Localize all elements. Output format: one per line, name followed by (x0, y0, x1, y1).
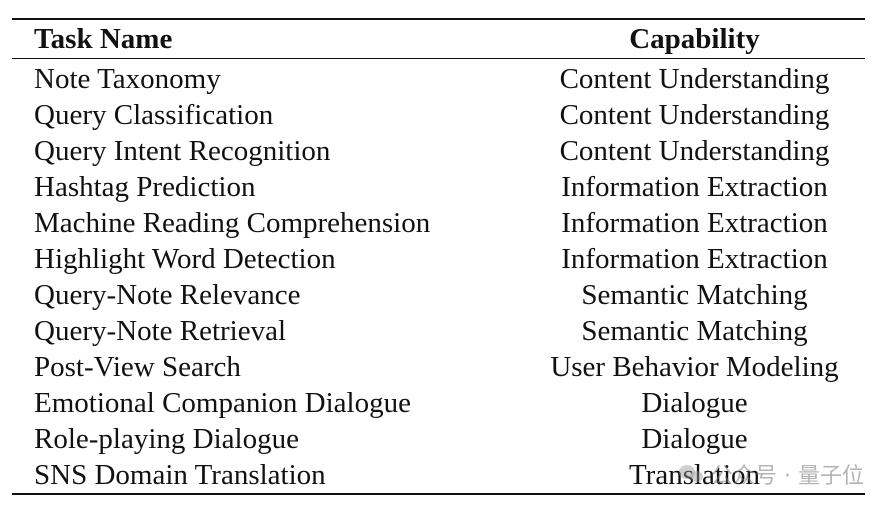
header-task-name: Task Name (34, 23, 173, 55)
capability-cell: Content Understanding (559, 63, 830, 95)
task-name-cell: Machine Reading Comprehension (34, 207, 431, 239)
table-row: Machine Reading Comprehension Informatio… (12, 205, 865, 241)
task-name-cell: Query Classification (34, 99, 274, 131)
table-row: Query-Note Relevance Semantic Matching (12, 277, 865, 313)
task-name-cell: Query Intent Recognition (34, 135, 331, 167)
table-row: Highlight Word Detection Information Ext… (12, 241, 865, 277)
table-row: SNS Domain Translation Translation (12, 457, 865, 494)
capability-cell: User Behavior Modeling (550, 351, 839, 383)
table-header: Task Name Capability (12, 19, 865, 59)
task-name-cell: Emotional Companion Dialogue (34, 387, 411, 419)
capability-cell: Content Understanding (559, 135, 830, 167)
capability-cell: Translation (628, 459, 761, 491)
task-name-cell: Highlight Word Detection (34, 243, 336, 275)
table-row: Emotional Companion Dialogue Dialogue (12, 385, 865, 421)
task-name-cell: Hashtag Prediction (34, 171, 256, 203)
capability-cell: Semantic Matching (581, 315, 808, 347)
header-capability: Capability (629, 23, 760, 55)
capability-cell: Information Extraction (561, 207, 828, 239)
task-name-cell: Post-View Search (34, 351, 241, 383)
capability-cell: Content Understanding (559, 99, 830, 131)
table-row: Note Taxonomy Content Understanding (12, 59, 865, 98)
table-row: Role-playing Dialogue Dialogue (12, 421, 865, 457)
task-capability-table: Task Name Capability Note Taxonomy Conte… (12, 18, 865, 495)
table-row: Query-Note Retrieval Semantic Matching (12, 313, 865, 349)
table-row: Query Intent Recognition Content Underst… (12, 133, 865, 169)
capability-cell: Dialogue (641, 423, 748, 455)
task-name-cell: Role-playing Dialogue (34, 423, 299, 455)
capability-cell: Information Extraction (561, 171, 828, 203)
task-capability-table-container: Task Name Capability Note Taxonomy Conte… (12, 18, 865, 495)
capability-cell: Semantic Matching (581, 279, 808, 311)
capability-cell: Dialogue (641, 387, 748, 419)
capability-cell: Information Extraction (561, 243, 828, 275)
task-name-cell: Query-Note Relevance (34, 279, 301, 311)
task-name-cell: Query-Note Retrieval (34, 315, 287, 347)
table-row: Hashtag Prediction Information Extractio… (12, 169, 865, 205)
table-row: Post-View Search User Behavior Modeling (12, 349, 865, 385)
task-name-cell: SNS Domain Translation (34, 459, 326, 491)
header-row: Task Name Capability (12, 19, 865, 59)
table-row: Query Classification Content Understandi… (12, 97, 865, 133)
table-body: Note Taxonomy Content Understanding Quer… (12, 59, 865, 494)
task-name-cell: Note Taxonomy (34, 63, 221, 95)
